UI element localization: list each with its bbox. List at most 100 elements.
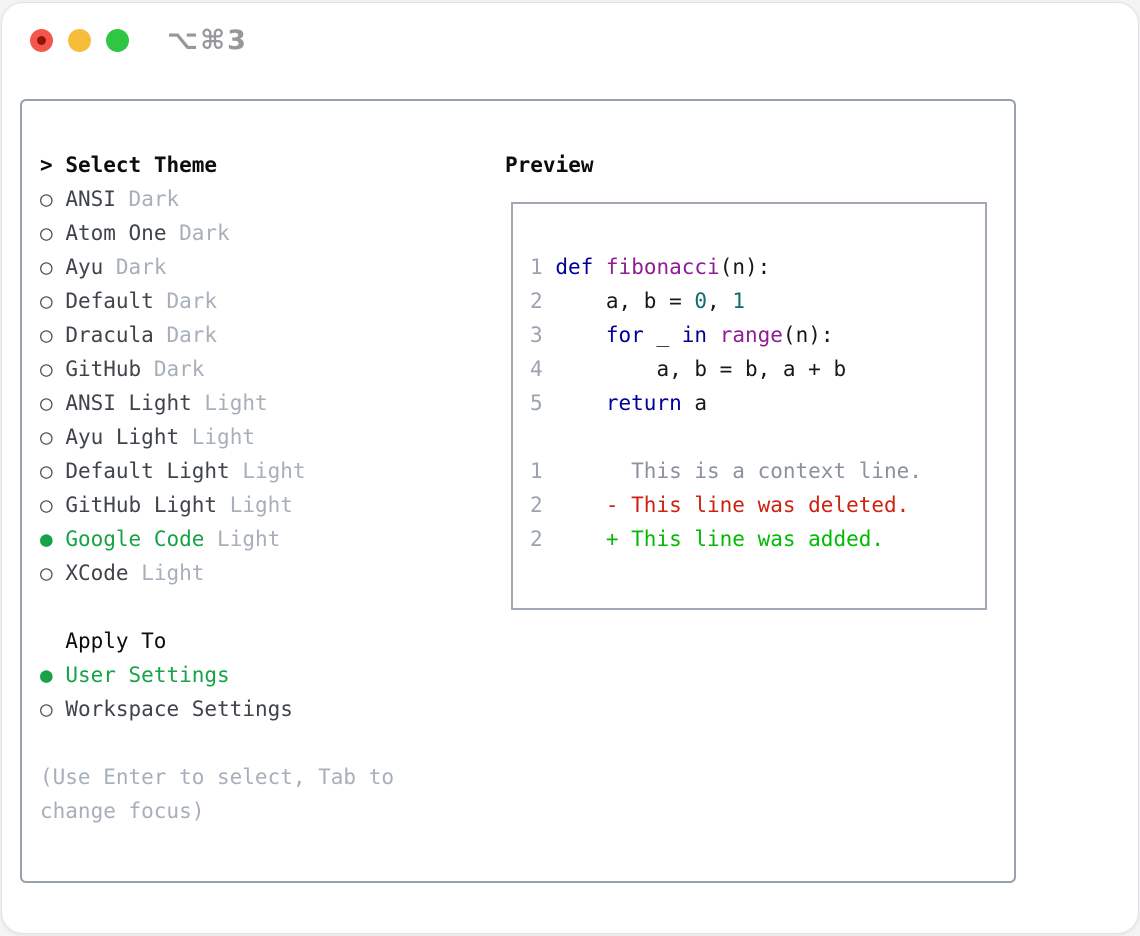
spacer bbox=[530, 420, 985, 454]
theme-variant: Light bbox=[217, 527, 281, 551]
code-token: def bbox=[555, 255, 594, 279]
code-token bbox=[543, 255, 556, 279]
code-token: (n): bbox=[719, 255, 771, 279]
theme-option-ayu[interactable]: ○ Ayu Dark bbox=[40, 250, 394, 284]
code-token: _ bbox=[643, 323, 682, 347]
code-line: 3 for _ in range(n): bbox=[530, 318, 985, 352]
radio-icon: ○ bbox=[40, 425, 53, 449]
theme-name: Atom One bbox=[65, 221, 167, 245]
theme-variant: Light bbox=[242, 459, 306, 483]
apply-option-workspace-settings[interactable]: ○ Workspace Settings bbox=[40, 692, 394, 726]
theme-variant: Dark bbox=[115, 255, 167, 279]
theme-option-ansi[interactable]: ○ ANSI Dark bbox=[40, 182, 394, 216]
code-token bbox=[593, 255, 606, 279]
code-token: a, b = b, a + b bbox=[542, 357, 847, 381]
code-token: fibonacci bbox=[605, 255, 720, 279]
theme-option-default[interactable]: ○ Default Dark bbox=[40, 284, 394, 318]
close-button[interactable] bbox=[30, 29, 53, 52]
radio-icon: ○ bbox=[40, 187, 53, 211]
help-text-line-2: change focus) bbox=[40, 799, 205, 823]
line-number: 2 bbox=[530, 527, 543, 551]
apply-option-label: User Settings bbox=[65, 663, 230, 687]
theme-name: ANSI Light bbox=[65, 391, 192, 415]
theme-variant: Dark bbox=[153, 357, 205, 381]
theme-option-default-light[interactable]: ○ Default Light Light bbox=[40, 454, 394, 488]
apply-option-user-settings[interactable]: ● User Settings bbox=[40, 658, 394, 692]
code-token: range bbox=[719, 323, 783, 347]
diff-preview: 1 This is a context line.2 - This line w… bbox=[530, 454, 985, 556]
code-token bbox=[707, 323, 720, 347]
theme-option-github[interactable]: ○ GitHub Dark bbox=[40, 352, 394, 386]
preview-title: Preview bbox=[505, 153, 594, 177]
code-token: (n): bbox=[782, 323, 834, 347]
line-number: 5 bbox=[530, 391, 543, 415]
theme-option-ansi-light[interactable]: ○ ANSI Light Light bbox=[40, 386, 394, 420]
line-number: 1 bbox=[530, 255, 543, 279]
code-token bbox=[543, 323, 606, 347]
line-number: 1 bbox=[530, 459, 543, 483]
theme-picker-column: > Select Theme ○ ANSI Dark○ Atom One Dar… bbox=[40, 148, 394, 828]
theme-name: Ayu bbox=[65, 255, 104, 279]
radio-icon: ○ bbox=[40, 391, 53, 415]
radio-icon: ● bbox=[40, 527, 53, 551]
theme-name: GitHub bbox=[65, 357, 142, 381]
theme-name: Default bbox=[65, 289, 154, 313]
code-token: , bbox=[707, 289, 733, 313]
window-titlebar: ⌥⌘3 bbox=[2, 3, 1138, 79]
radio-icon: ○ bbox=[40, 289, 53, 313]
theme-option-ayu-light[interactable]: ○ Ayu Light Light bbox=[40, 420, 394, 454]
radio-icon: ○ bbox=[40, 255, 53, 279]
theme-variant: Dark bbox=[128, 187, 180, 211]
theme-name: ANSI bbox=[65, 187, 116, 211]
radio-icon: ○ bbox=[40, 459, 53, 483]
theme-name: Dracula bbox=[65, 323, 154, 347]
apply-to-header: Apply To bbox=[65, 629, 167, 653]
apply-option-label: Workspace Settings bbox=[65, 697, 293, 721]
theme-variant: Dark bbox=[179, 221, 230, 245]
prompt-caret: > bbox=[40, 153, 53, 177]
select-theme-header: > Select Theme bbox=[40, 148, 394, 182]
minimize-button[interactable] bbox=[68, 29, 91, 52]
theme-list: ○ ANSI Dark○ Atom One Dark○ Ayu Dark○ De… bbox=[40, 182, 394, 590]
theme-option-github-light[interactable]: ○ GitHub Light Light bbox=[40, 488, 394, 522]
radio-icon: ○ bbox=[40, 697, 53, 721]
theme-picker-panel: > Select Theme ○ ANSI Dark○ Atom One Dar… bbox=[20, 99, 1016, 883]
theme-option-xcode[interactable]: ○ XCode Light bbox=[40, 556, 394, 590]
help-text-line-1: (Use Enter to select, Tab to bbox=[40, 765, 395, 789]
line-number: 2 bbox=[530, 289, 543, 313]
window-title: ⌥⌘3 bbox=[167, 25, 248, 56]
code-token: for bbox=[605, 323, 644, 347]
code-line: 1 def fibonacci(n): bbox=[530, 250, 985, 284]
diff-text: - This line was deleted. bbox=[542, 493, 910, 517]
spacer bbox=[40, 726, 394, 760]
theme-option-dracula[interactable]: ○ Dracula Dark bbox=[40, 318, 394, 352]
theme-name: Google Code bbox=[65, 527, 205, 551]
theme-variant: Dark bbox=[166, 289, 218, 313]
code-token bbox=[543, 391, 606, 415]
radio-icon: ○ bbox=[40, 323, 53, 347]
spacer bbox=[40, 590, 394, 624]
theme-name: Ayu Light bbox=[65, 425, 180, 449]
theme-option-atom-one[interactable]: ○ Atom One Dark bbox=[40, 216, 394, 250]
radio-icon: ○ bbox=[40, 357, 53, 381]
code-token: in bbox=[681, 323, 708, 347]
theme-name: Default Light bbox=[65, 459, 230, 483]
diff-text: This is a context line. bbox=[542, 459, 922, 483]
code-token: 0 bbox=[694, 289, 708, 313]
line-number: 3 bbox=[530, 323, 543, 347]
zoom-button[interactable] bbox=[106, 29, 129, 52]
code-token: 1 bbox=[732, 289, 745, 313]
theme-variant: Light bbox=[141, 561, 205, 585]
diff-line-context: 1 This is a context line. bbox=[530, 454, 985, 488]
theme-variant: Light bbox=[229, 493, 293, 517]
theme-option-google-code[interactable]: ● Google Code Light bbox=[40, 522, 394, 556]
theme-name: XCode bbox=[65, 561, 129, 585]
line-number: 4 bbox=[530, 357, 543, 381]
radio-icon: ○ bbox=[40, 561, 53, 585]
select-theme-title: Select Theme bbox=[65, 153, 218, 177]
radio-icon: ○ bbox=[40, 493, 53, 517]
theme-variant: Light bbox=[204, 391, 268, 415]
diff-line-deleted: 2 - This line was deleted. bbox=[530, 488, 985, 522]
